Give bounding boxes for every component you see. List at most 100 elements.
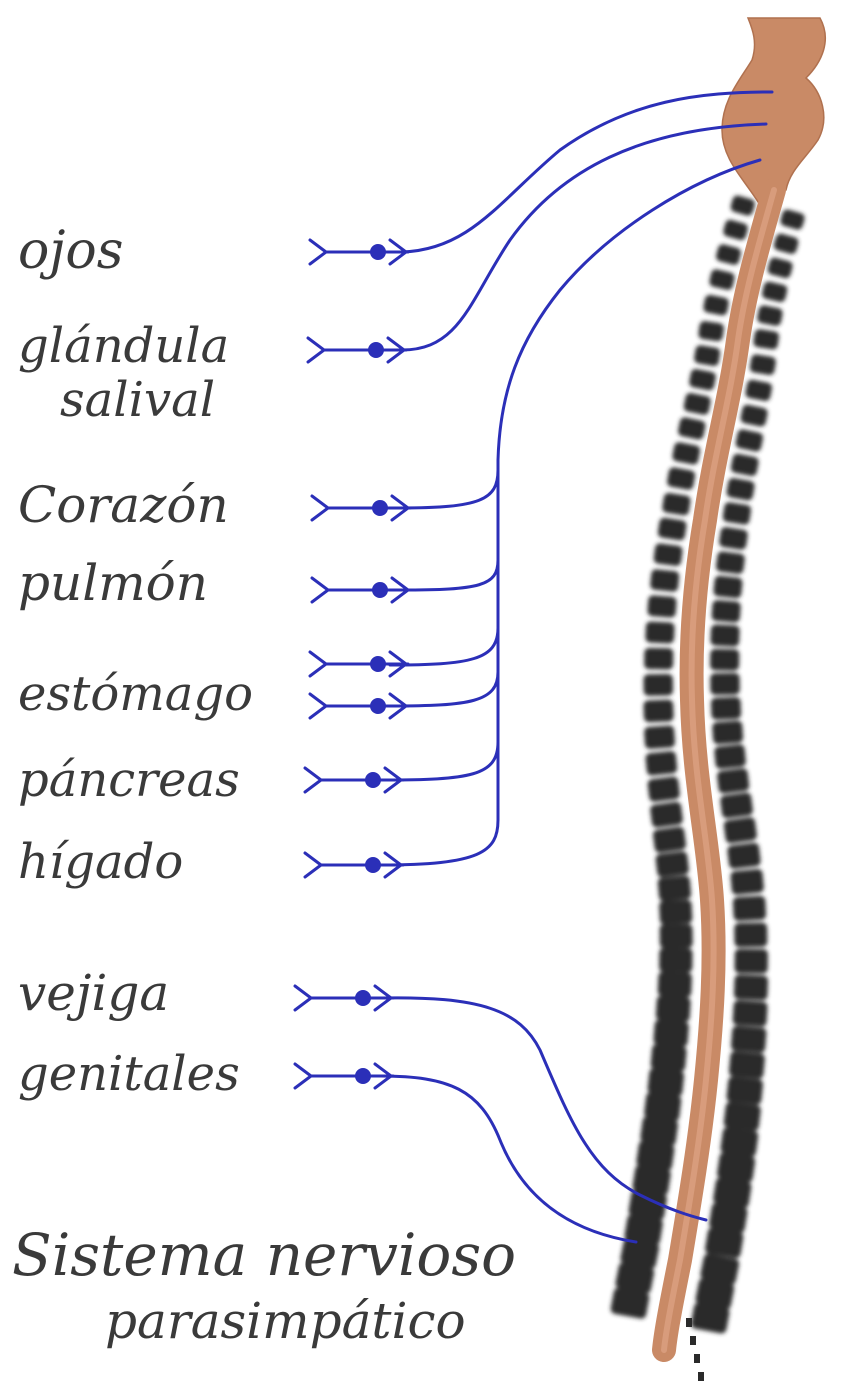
ganglion-glandula [308, 338, 406, 362]
vertebra-0-right [779, 208, 806, 230]
ganglion-estomago-2 [310, 694, 408, 718]
vertebra-17-left [645, 621, 675, 643]
vertebra-22-left [645, 751, 678, 776]
vertebra-11-left [666, 467, 696, 491]
nerve-corazon [400, 470, 498, 508]
vertebra-23-left [647, 776, 680, 802]
ganglia [295, 240, 410, 1088]
vertebra-32-right [732, 1000, 767, 1027]
label-vejiga: vejiga [18, 964, 169, 1022]
vertebra-20-right [711, 697, 742, 720]
vertebra-5-right [753, 329, 780, 350]
vertebra-14-right [715, 551, 745, 575]
nerve-estomago-2 [390, 672, 498, 706]
vertebra-19-left [643, 674, 673, 696]
vertebra-7-right [745, 379, 773, 402]
nerve-pancreas [382, 742, 498, 780]
label-genitales: genitales [18, 1046, 240, 1102]
vertebra-27-left [657, 875, 691, 901]
vertebra-9-right [735, 428, 764, 452]
label-ojos: ojos [18, 221, 123, 281]
label-pancreas: páncreas [18, 752, 240, 808]
vertebra-36-right [723, 1101, 761, 1131]
title-line1: Sistema nervioso [12, 1221, 516, 1289]
vertebra-34-right [728, 1051, 765, 1079]
vertebra-13-right [718, 526, 748, 550]
vertebra-16-right [711, 600, 741, 623]
label-estomago: estómago [18, 666, 253, 722]
vertebra-33-left [653, 1019, 689, 1047]
ganglion-vejiga [295, 986, 393, 1010]
vertebra-12-right [722, 502, 752, 526]
title-line2: parasimpático [105, 1292, 466, 1350]
vertebra-2-right [767, 257, 794, 280]
nerve-ojos [402, 92, 772, 252]
ganglion-genitales [295, 1064, 393, 1088]
vertebra-4-right [756, 305, 783, 327]
ganglion-estomago-1 [310, 652, 408, 676]
vertebra-31-left [658, 971, 693, 997]
vertebra-29-right [734, 922, 767, 947]
label-pulmon: pulmón [18, 554, 208, 612]
vertebra-12-left [662, 492, 692, 516]
vertebra-10-left [671, 441, 701, 465]
vertebra-1-right [773, 233, 800, 256]
vertebra-24-left [650, 801, 684, 828]
label-salival: salival [60, 372, 215, 428]
vertebra-29-left [660, 924, 693, 949]
vertebra-9-left [677, 416, 706, 440]
vertebra-8-right [740, 404, 769, 428]
vertebra-1-left [722, 219, 749, 242]
vertebra-0-left [729, 194, 756, 216]
vertebra-18-left [644, 648, 673, 670]
brain-stem [722, 18, 825, 205]
vertebra-16-left [647, 595, 677, 618]
vertebra-26-left [655, 851, 689, 878]
vertebra-13-left [657, 517, 687, 541]
ganglion-ojos [310, 240, 408, 264]
label-glandula: glándula [18, 318, 229, 374]
ganglion-pulmon [312, 578, 410, 602]
vertebra-32-left [656, 995, 691, 1022]
vertebra-8-left [683, 392, 712, 416]
vertebra-11-right [726, 477, 756, 501]
vertebra-10-right [730, 453, 760, 477]
vertebra-25-right [723, 817, 757, 844]
vertebra-15-left [650, 569, 680, 592]
vertebra-35-right [726, 1076, 764, 1105]
vertebra-3-right [761, 281, 788, 303]
ganglion-corazon [312, 496, 410, 520]
vertebra-6-right [749, 354, 777, 376]
label-corazon: Corazón [18, 476, 229, 534]
vertebra-19-right [710, 673, 740, 695]
vertebra-23-right [716, 768, 749, 794]
vertebra-6-left [693, 345, 721, 367]
vertebra-30-right [734, 949, 768, 974]
vertebra-18-right [710, 649, 739, 671]
vertebra-20-left [643, 699, 674, 722]
vertebra-14-left [653, 543, 683, 567]
vertebra-3-left [708, 268, 735, 290]
vertebra-15-right [713, 575, 743, 598]
vertebra-30-left [659, 948, 693, 973]
nerve-estomago-1 [390, 628, 498, 665]
vertebra-28-left [659, 899, 693, 924]
vertebra-25-left [652, 826, 686, 853]
nerve-pulmon [400, 560, 498, 590]
label-higado: hígado [18, 834, 183, 890]
vertebra-33-right [731, 1025, 767, 1053]
vertebra-17-right [710, 624, 740, 646]
vertebra-21-right [712, 720, 744, 744]
vertebra-31-right [734, 974, 769, 1000]
vertebra-28-right [733, 896, 767, 921]
vertebra-2-left [715, 243, 742, 266]
vertebra-7-left [688, 368, 716, 391]
vertebra-26-right [727, 842, 761, 869]
vertebra-22-right [714, 744, 747, 769]
ganglion-higado [305, 853, 403, 877]
vertebra-24-right [720, 792, 754, 819]
ganglion-pancreas [305, 768, 403, 792]
vertebra-34-left [650, 1044, 687, 1072]
vertebra-21-left [644, 725, 676, 749]
